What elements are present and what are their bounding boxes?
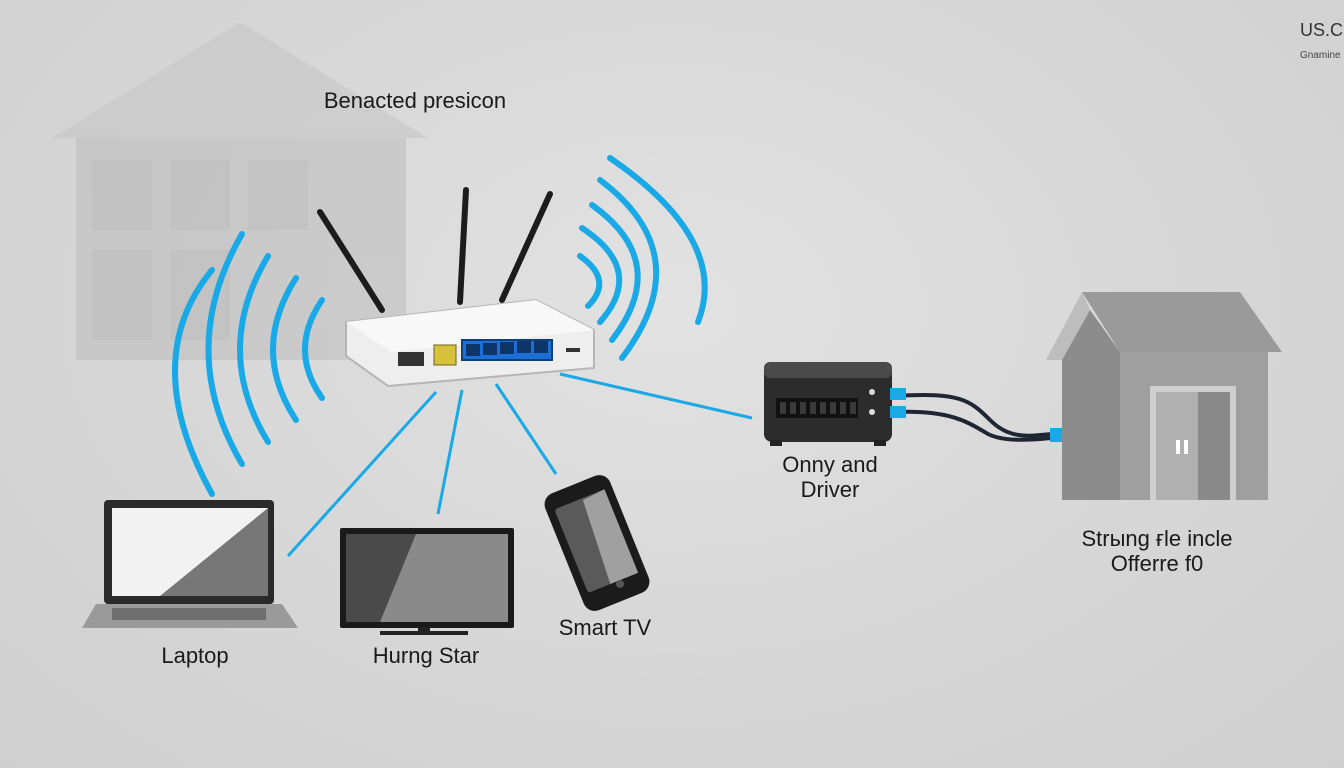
house-icon [1046,292,1282,500]
tv-icon [340,528,514,635]
laptop-icon [82,500,298,628]
background-house-icon [52,22,428,360]
house-label: Strыng ғle incle Offerre f0 [1081,526,1233,576]
modem-label: Onny and Driver [782,452,878,502]
phone-label: Smart TV [558,615,652,640]
corner-small-text: Gnamine [1300,50,1341,61]
corner-code: US.C [1300,20,1344,40]
router-icon [317,187,595,388]
tv-label: Hurng Star [372,643,480,668]
cable-icon [890,388,1080,442]
wifi-signal-icon [172,155,708,497]
connection-lines [286,372,753,558]
laptop-label: Laptop [161,643,229,668]
smartphone-icon [544,475,650,611]
router-caption: Benacted presicon [323,88,507,113]
modem-icon [764,362,892,446]
